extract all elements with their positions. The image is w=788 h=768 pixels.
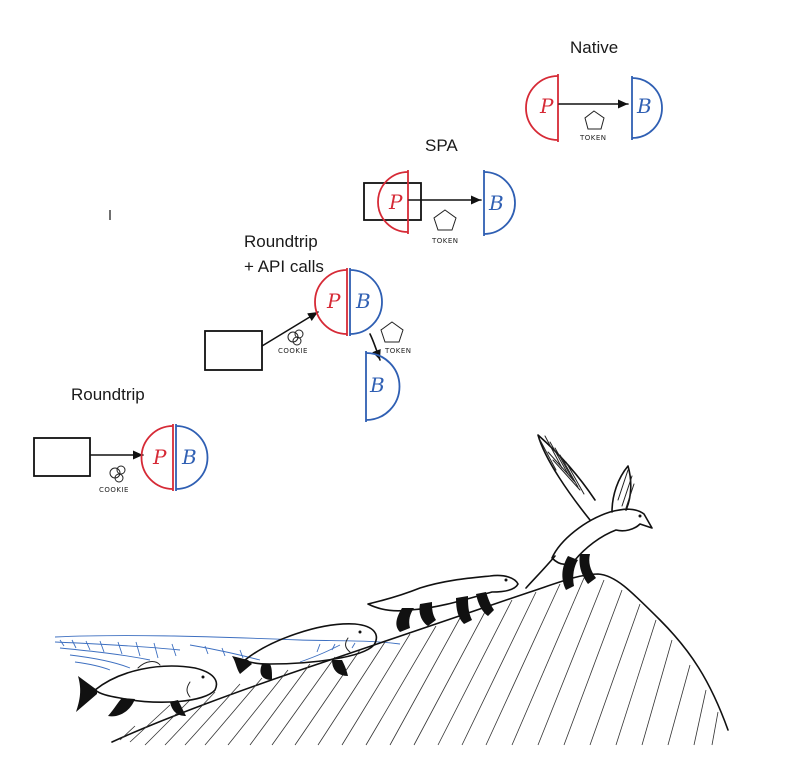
evolution-illustration (54, 434, 729, 746)
browser-box (33, 437, 91, 477)
presentation-letter: P (539, 94, 554, 118)
connection-arrow (261, 311, 319, 347)
stage-roundtrip: Roundtrip P B COOKIE (33, 385, 209, 494)
presentation-letter: P (326, 289, 341, 313)
cookie-icon (287, 329, 304, 346)
backend-letter: B (181, 445, 197, 469)
backend-half-node: B (349, 268, 383, 336)
cookie-icon (109, 465, 126, 483)
presentation-half-node: P (377, 170, 409, 234)
roundtrip-title: Roundtrip (71, 385, 145, 404)
presentation-letter: P (388, 190, 403, 214)
bird-icon (525, 434, 653, 590)
stage-spa: SPA P B TOKEN (363, 136, 516, 245)
backend-half-node: B (483, 170, 516, 236)
hill-hatching (119, 577, 719, 746)
token-label: TOKEN (579, 134, 607, 142)
connection-arrow (369, 333, 381, 361)
fish-icon (76, 661, 218, 717)
hill-outline (111, 573, 729, 743)
presentation-half-node: P (525, 74, 559, 142)
backend-half-node: B (365, 351, 401, 422)
backend-half-node: B (631, 76, 663, 140)
stage-roundtrip-api: Roundtrip + API calls P B COOKIE TOKEN B (204, 232, 412, 422)
spa-title: SPA (425, 136, 458, 155)
token-icon (584, 110, 605, 130)
roundtrip-api-title-line1: Roundtrip (244, 232, 318, 251)
token-label: TOKEN (384, 347, 412, 355)
roundtrip-api-title-line2: + API calls (244, 257, 324, 276)
browser-box (363, 182, 422, 221)
browser-box (204, 330, 263, 371)
cookie-label: COOKIE (278, 347, 308, 355)
water-surface (54, 635, 401, 671)
backend-letter: B (355, 289, 371, 313)
stage-native: Native P B TOKEN (525, 38, 663, 142)
backend-letter: B (488, 191, 504, 215)
token-label: TOKEN (431, 237, 459, 245)
lizard-icon (367, 574, 519, 632)
token-icon (380, 321, 404, 343)
cookie-label: COOKIE (99, 486, 129, 494)
presentation-half-node: P (140, 424, 174, 491)
presentation-letter: P (152, 445, 167, 469)
backend-letter: B (369, 373, 385, 397)
backend-half-node: B (175, 424, 209, 491)
token-icon (433, 209, 457, 231)
native-title: Native (570, 38, 618, 57)
backend-letter: B (636, 94, 652, 118)
lungfish-icon (232, 623, 378, 680)
presentation-half-node: P (314, 268, 348, 336)
